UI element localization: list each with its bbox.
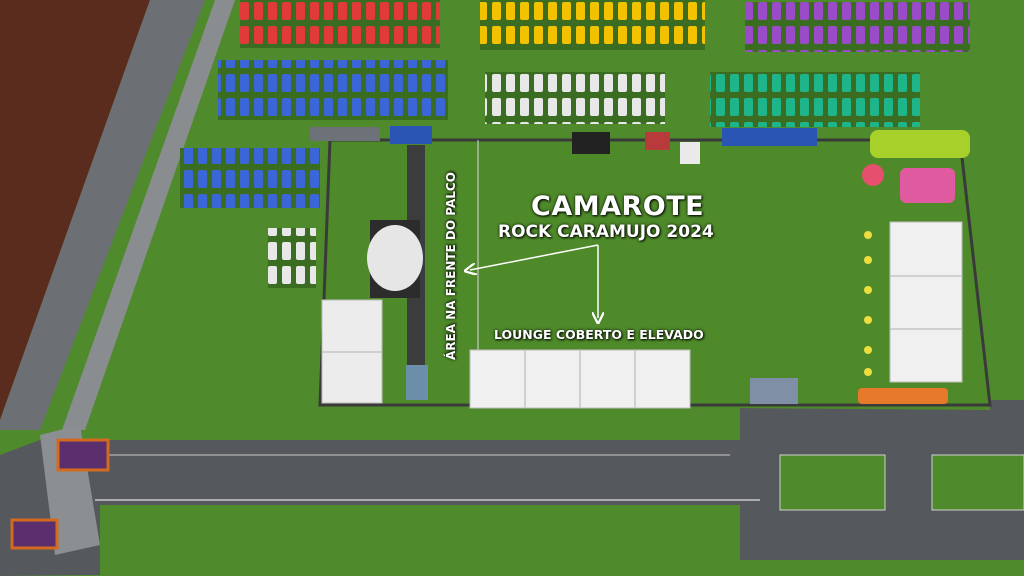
parking-lot-6 [710, 72, 920, 127]
stage-dome [367, 225, 423, 291]
inflatable-2 [900, 168, 955, 203]
kiosk-3 [680, 142, 700, 164]
grass-strip-bottom-2 [740, 560, 1024, 576]
inflatable [870, 130, 970, 158]
venue-grounds [320, 140, 990, 410]
tent-right [889, 221, 963, 383]
parking-lot-4 [218, 60, 448, 120]
parking-lot-5 [485, 72, 665, 124]
light-poles [864, 231, 872, 376]
stand [750, 378, 798, 404]
grass-strip-bottom [100, 505, 740, 576]
kiosk-2 [645, 132, 670, 150]
arrow-to-stage-area [470, 244, 599, 270]
title-label: CAMAROTE [531, 191, 705, 222]
diagonal-road [0, 0, 205, 430]
grass-island [779, 454, 886, 511]
bleacher [390, 126, 432, 144]
parking-lot-3 [745, 2, 970, 52]
diagonal-road-2 [62, 0, 235, 430]
booth-2 [10, 518, 59, 550]
parking-lot-7 [180, 148, 320, 208]
ride [862, 164, 884, 186]
booth [56, 438, 110, 472]
subtitle-label: ROCK CARAMUJO 2024 [498, 222, 714, 242]
stage-area-label: ÁREA NA FRENTE DO PALCO [444, 172, 458, 360]
lounge-label: LOUNGE COBERTO E ELEVADO [494, 327, 704, 342]
grass-island-2 [931, 454, 1024, 511]
bleacher-2 [722, 128, 817, 146]
inflatable-3 [858, 388, 948, 404]
parking-lot-2 [480, 0, 705, 50]
container [310, 127, 380, 141]
parking-lot-8 [268, 228, 316, 288]
stage-box [406, 365, 428, 400]
kiosk [572, 132, 610, 154]
parking-lot-1 [240, 0, 440, 48]
